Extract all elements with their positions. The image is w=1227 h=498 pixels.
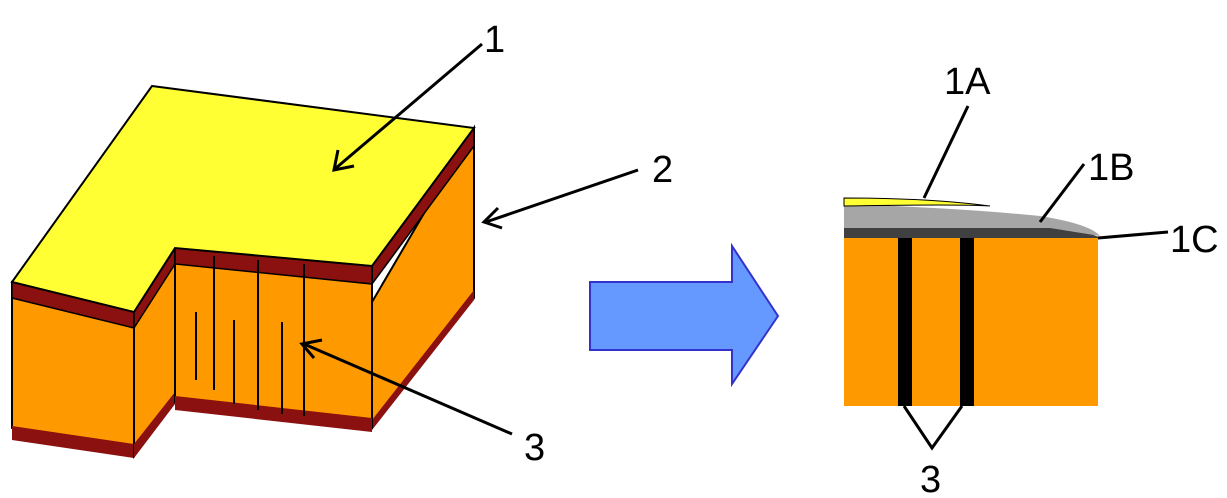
block-left-front-bottom-layer <box>12 426 134 458</box>
label-1: 1 <box>484 19 505 61</box>
grooves <box>195 256 305 416</box>
layer-1B <box>844 204 1100 236</box>
block-top-face <box>10 84 476 314</box>
callout-lines-3-right <box>902 405 964 451</box>
cross-section <box>843 197 1100 406</box>
callout-line-1B <box>1038 163 1086 223</box>
block-notch-side-bottom-layer <box>134 392 175 458</box>
arrowhead-1 <box>332 149 355 172</box>
label-3-right: 3 <box>920 459 941 498</box>
arrowhead-3 <box>299 338 323 359</box>
arrowhead-2 <box>481 206 503 230</box>
callout-line-1 <box>335 42 483 170</box>
layer-1A <box>843 197 991 207</box>
label-3-left: 3 <box>524 427 545 469</box>
callout-line-3 <box>303 342 513 436</box>
layer-1C <box>844 226 1100 238</box>
callout-line-1A <box>922 105 970 199</box>
via-bar-right <box>960 238 974 406</box>
l-shaped-block <box>10 84 476 459</box>
right-callouts <box>902 105 1169 451</box>
label-2: 2 <box>652 149 673 191</box>
callout-line-2 <box>485 168 639 224</box>
transition-arrow <box>589 242 780 388</box>
via-bar-left <box>898 238 912 406</box>
callout-line-1C <box>1097 230 1169 240</box>
label-1B: 1B <box>1088 147 1134 189</box>
label-1C: 1C <box>1170 219 1219 261</box>
block-right-face-bottom-layer <box>372 290 474 430</box>
block-inner-front-bottom-layer <box>175 396 372 432</box>
label-1A: 1A <box>944 61 991 103</box>
left-callouts <box>299 42 639 436</box>
